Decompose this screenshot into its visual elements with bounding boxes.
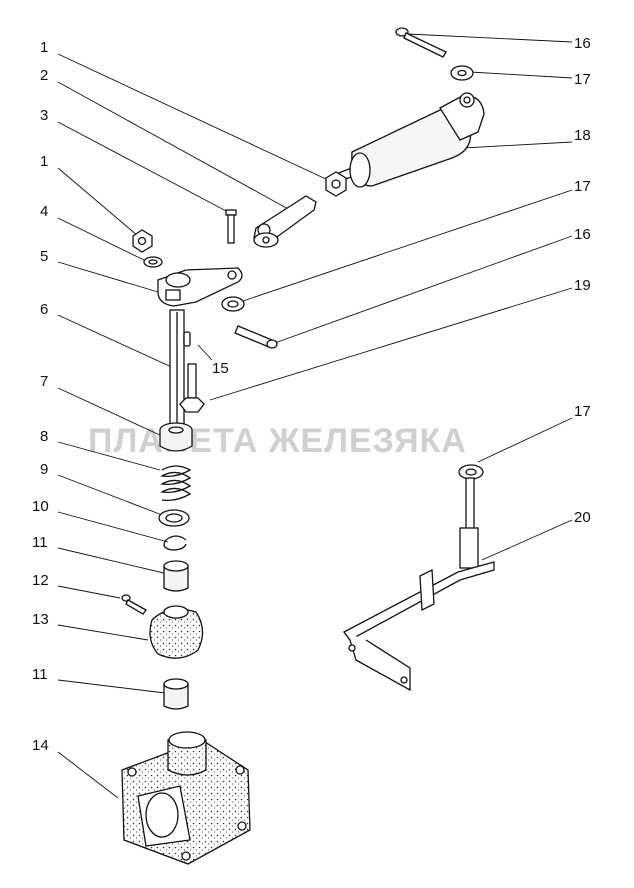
bushing-part [159, 422, 193, 452]
bushing-upper-part [163, 560, 189, 592]
sector-housing-part [149, 605, 204, 659]
washer-mid-part [221, 296, 245, 312]
callout-label: 4 [40, 203, 48, 220]
callout-label: 16 [574, 35, 591, 52]
cotter-pin-top-part [395, 27, 447, 58]
key-part [183, 331, 191, 347]
callout-numbers: 1 2 3 1 4 5 6 15 7 8 9 10 11 12 13 11 14… [32, 35, 591, 754]
lever-part [157, 267, 243, 307]
shaft-part [169, 309, 185, 429]
callout-label: 20 [574, 509, 591, 526]
cotter-pin-mid-part [234, 325, 278, 349]
gearbox-housing-part [121, 731, 251, 865]
bolt-part [179, 363, 205, 413]
callout-label: 9 [40, 461, 48, 478]
bracket-part [343, 477, 495, 692]
callout-label: 11 [32, 534, 48, 551]
callout-label: 13 [32, 611, 49, 628]
callout-label: 2 [40, 67, 48, 84]
pin-part [225, 209, 237, 244]
hydraulic-cylinder-part [325, 92, 485, 188]
leader-lines [57, 33, 573, 799]
callout-label: 3 [40, 107, 48, 124]
callout-label: 17 [574, 71, 591, 88]
callout-label: 12 [32, 572, 49, 589]
callout-label: 8 [40, 428, 48, 445]
callout-label: 19 [574, 277, 591, 294]
callout-label: 7 [40, 373, 48, 390]
nut-left-part [132, 229, 153, 253]
clevis-fork-part [253, 195, 317, 248]
watermark: ПЛАНЕТА ЖЕЛЕЗЯКА [88, 422, 467, 460]
callout-label: 17 [574, 403, 591, 420]
callout-label: 5 [40, 248, 48, 265]
washer-top-part [450, 65, 474, 81]
grease-nipple-part [121, 594, 147, 615]
callout-label: 15 [212, 360, 229, 377]
spring-part [160, 465, 192, 502]
callout-label: 18 [574, 127, 591, 144]
callout-label: 11 [32, 666, 48, 683]
bushing-lower-part [163, 678, 189, 710]
retaining-ring-part [163, 535, 187, 551]
callout-label: 17 [574, 178, 591, 195]
callout-label: 16 [574, 226, 591, 243]
washer-right-part [458, 464, 484, 480]
callout-label: 14 [32, 737, 49, 754]
callout-label: 1 [40, 39, 48, 56]
spring-washer-part [143, 256, 163, 268]
callout-label: 6 [40, 301, 48, 318]
nut-upper-part [325, 171, 347, 197]
callout-label: 10 [32, 498, 49, 515]
callout-label: 1 [40, 153, 48, 170]
washer-9-part [158, 509, 190, 527]
